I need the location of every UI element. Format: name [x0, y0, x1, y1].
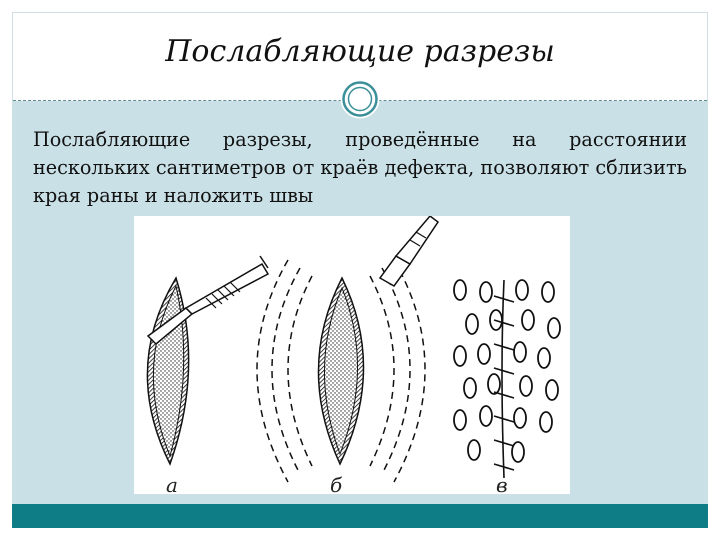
panel-c-drawing: [453, 279, 561, 463]
surgical-illustration: а б: [134, 216, 570, 494]
illustration-svg: а б: [146, 216, 561, 494]
circle-ornament-icon: [340, 79, 380, 119]
suture-line: [493, 279, 515, 479]
panel-label-a: а: [166, 473, 178, 494]
panel-label-c: в: [496, 473, 508, 494]
panel-label-b: б: [330, 473, 343, 494]
panel-b-drawing: [256, 216, 440, 483]
panel-a-drawing: [146, 255, 270, 466]
slide-title: Послабляющие разрезы: [165, 34, 555, 69]
body-paragraph: Послабляющие разрезы, проведённые на рас…: [33, 128, 687, 207]
footer-bar: [12, 504, 708, 528]
